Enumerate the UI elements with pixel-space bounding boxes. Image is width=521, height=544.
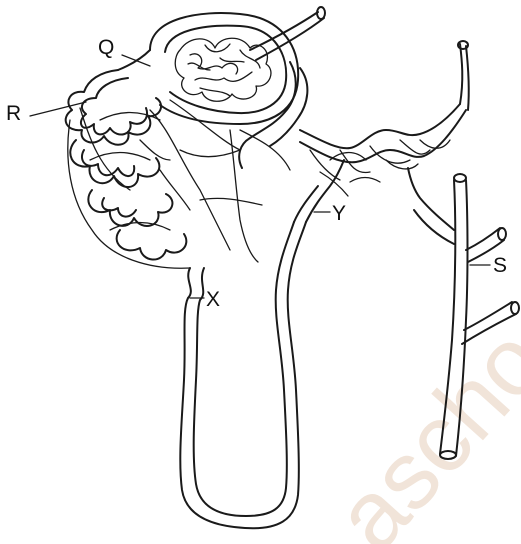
watermark-text: aschool [315, 253, 521, 544]
label-q: Q [98, 36, 114, 59]
loop-of-henle [180, 222, 306, 528]
proximal-convoluted-tubule [66, 70, 187, 260]
distal-convoluted-tubule [239, 62, 466, 196]
leader-q [122, 55, 150, 66]
collecting-vessel-top [458, 41, 469, 110]
label-y: Y [332, 202, 346, 225]
label-r: R [6, 102, 21, 125]
label-x: X [206, 288, 220, 311]
afferent-arteriole [250, 7, 325, 60]
label-s: S [493, 254, 507, 277]
leader-r [30, 102, 86, 116]
